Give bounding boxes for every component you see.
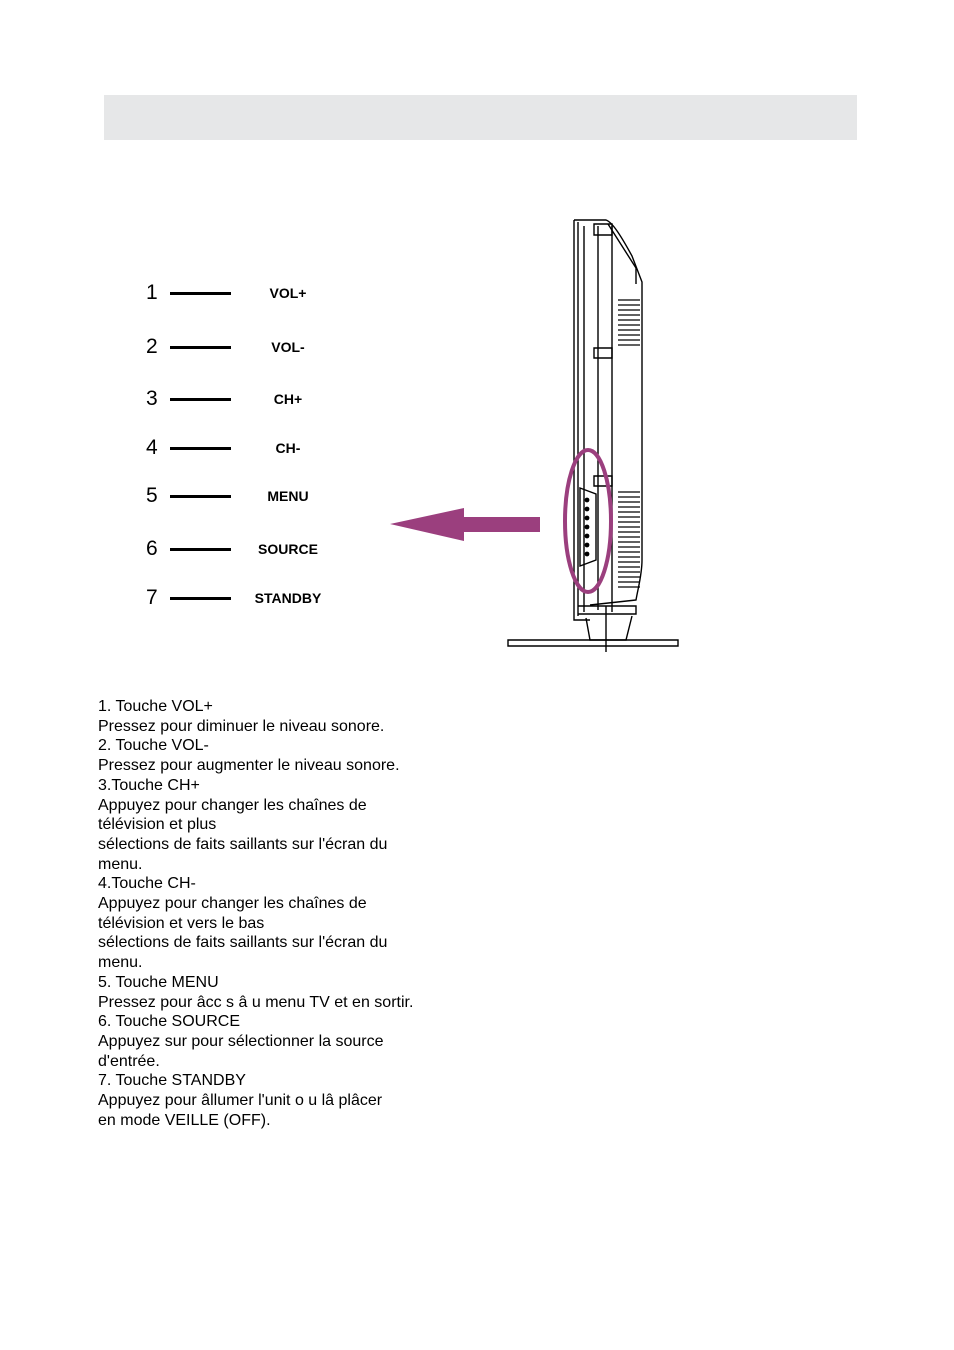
key-row-vol-minus: 2 VOL- bbox=[140, 332, 350, 362]
key-leader-line bbox=[170, 548, 231, 551]
key-number: 4 bbox=[146, 436, 158, 459]
side-buttons bbox=[584, 497, 590, 557]
key-row-source: 6 SOURCE bbox=[140, 534, 350, 564]
key-leader-line bbox=[170, 447, 231, 450]
desc-line: Appuyez sur pour sélectionner la source bbox=[98, 1032, 384, 1050]
key-leader-line bbox=[170, 398, 231, 401]
desc-line: Appuyez pour âllumer l'unit o u lâ plâce… bbox=[98, 1092, 383, 1110]
desc-line: Pressez pour âcc s â u menu TV et en sor… bbox=[98, 993, 414, 1011]
header-band bbox=[104, 95, 857, 140]
key-leader-line bbox=[170, 292, 231, 295]
desc-line: 3.Touche CH+ bbox=[98, 776, 200, 794]
key-number: 1 bbox=[146, 281, 158, 304]
desc-line: menu. bbox=[98, 954, 143, 972]
key-label: SOURCE bbox=[258, 541, 318, 557]
key-row-menu: 5 MENU bbox=[140, 481, 350, 511]
key-number: 7 bbox=[146, 586, 158, 609]
key-label: VOL+ bbox=[269, 285, 307, 301]
key-label: CH- bbox=[275, 440, 301, 456]
desc-line: Pressez pour diminuer le niveau sonore. bbox=[98, 717, 385, 735]
key-number: 5 bbox=[146, 484, 158, 507]
key-descriptions: 1. Touche VOL+ Pressez pour diminuer le … bbox=[98, 697, 498, 1130]
key-number: 2 bbox=[146, 335, 158, 358]
key-label: VOL- bbox=[271, 339, 305, 355]
desc-line: sélections de faits saillants sur l'écra… bbox=[98, 835, 388, 853]
key-row-vol-plus: 1 VOL+ bbox=[140, 278, 350, 308]
vent-grille bbox=[618, 299, 640, 588]
key-label: STANDBY bbox=[254, 590, 322, 606]
key-number: 3 bbox=[146, 387, 158, 410]
key-leader-line bbox=[170, 495, 231, 498]
desc-line: menu. bbox=[98, 855, 143, 873]
desc-line: en mode VEILLE (OFF). bbox=[98, 1111, 271, 1129]
desc-line: Appuyez pour changer les chaînes de bbox=[98, 796, 367, 814]
ellipse-highlight-icon bbox=[563, 448, 613, 594]
key-leader-line bbox=[170, 597, 231, 600]
key-number: 6 bbox=[146, 537, 158, 560]
desc-line: d'entrée. bbox=[98, 1052, 160, 1070]
key-leader-line bbox=[170, 346, 231, 349]
key-label: MENU bbox=[267, 488, 309, 504]
desc-line: 4.Touche CH- bbox=[98, 875, 196, 893]
desc-line: 5. Touche MENU bbox=[98, 973, 219, 991]
desc-line: télévision et vers le bas bbox=[98, 914, 265, 932]
desc-line: Appuyez pour changer les chaînes de bbox=[98, 895, 367, 913]
tv-body bbox=[573, 219, 643, 621]
key-row-ch-plus: 3 CH+ bbox=[140, 384, 350, 414]
tv-stand bbox=[507, 606, 679, 652]
arrow-left-icon bbox=[390, 508, 540, 541]
key-row-standby: 7 STANDBY bbox=[140, 583, 350, 613]
desc-line: 6. Touche SOURCE bbox=[98, 1013, 240, 1031]
key-row-ch-minus: 4 CH- bbox=[140, 433, 350, 463]
desc-line: sélections de faits saillants sur l'écra… bbox=[98, 934, 388, 952]
tv-side-view-diagram bbox=[390, 219, 679, 652]
desc-line: Pressez pour augmenter le niveau sonore. bbox=[98, 757, 400, 775]
desc-line: 7. Touche STANDBY bbox=[98, 1072, 246, 1090]
desc-line: 1. Touche VOL+ bbox=[98, 698, 213, 715]
desc-line: télévision et plus bbox=[98, 816, 217, 834]
desc-line: 2. Touche VOL- bbox=[98, 737, 209, 755]
key-label: CH+ bbox=[273, 391, 303, 407]
